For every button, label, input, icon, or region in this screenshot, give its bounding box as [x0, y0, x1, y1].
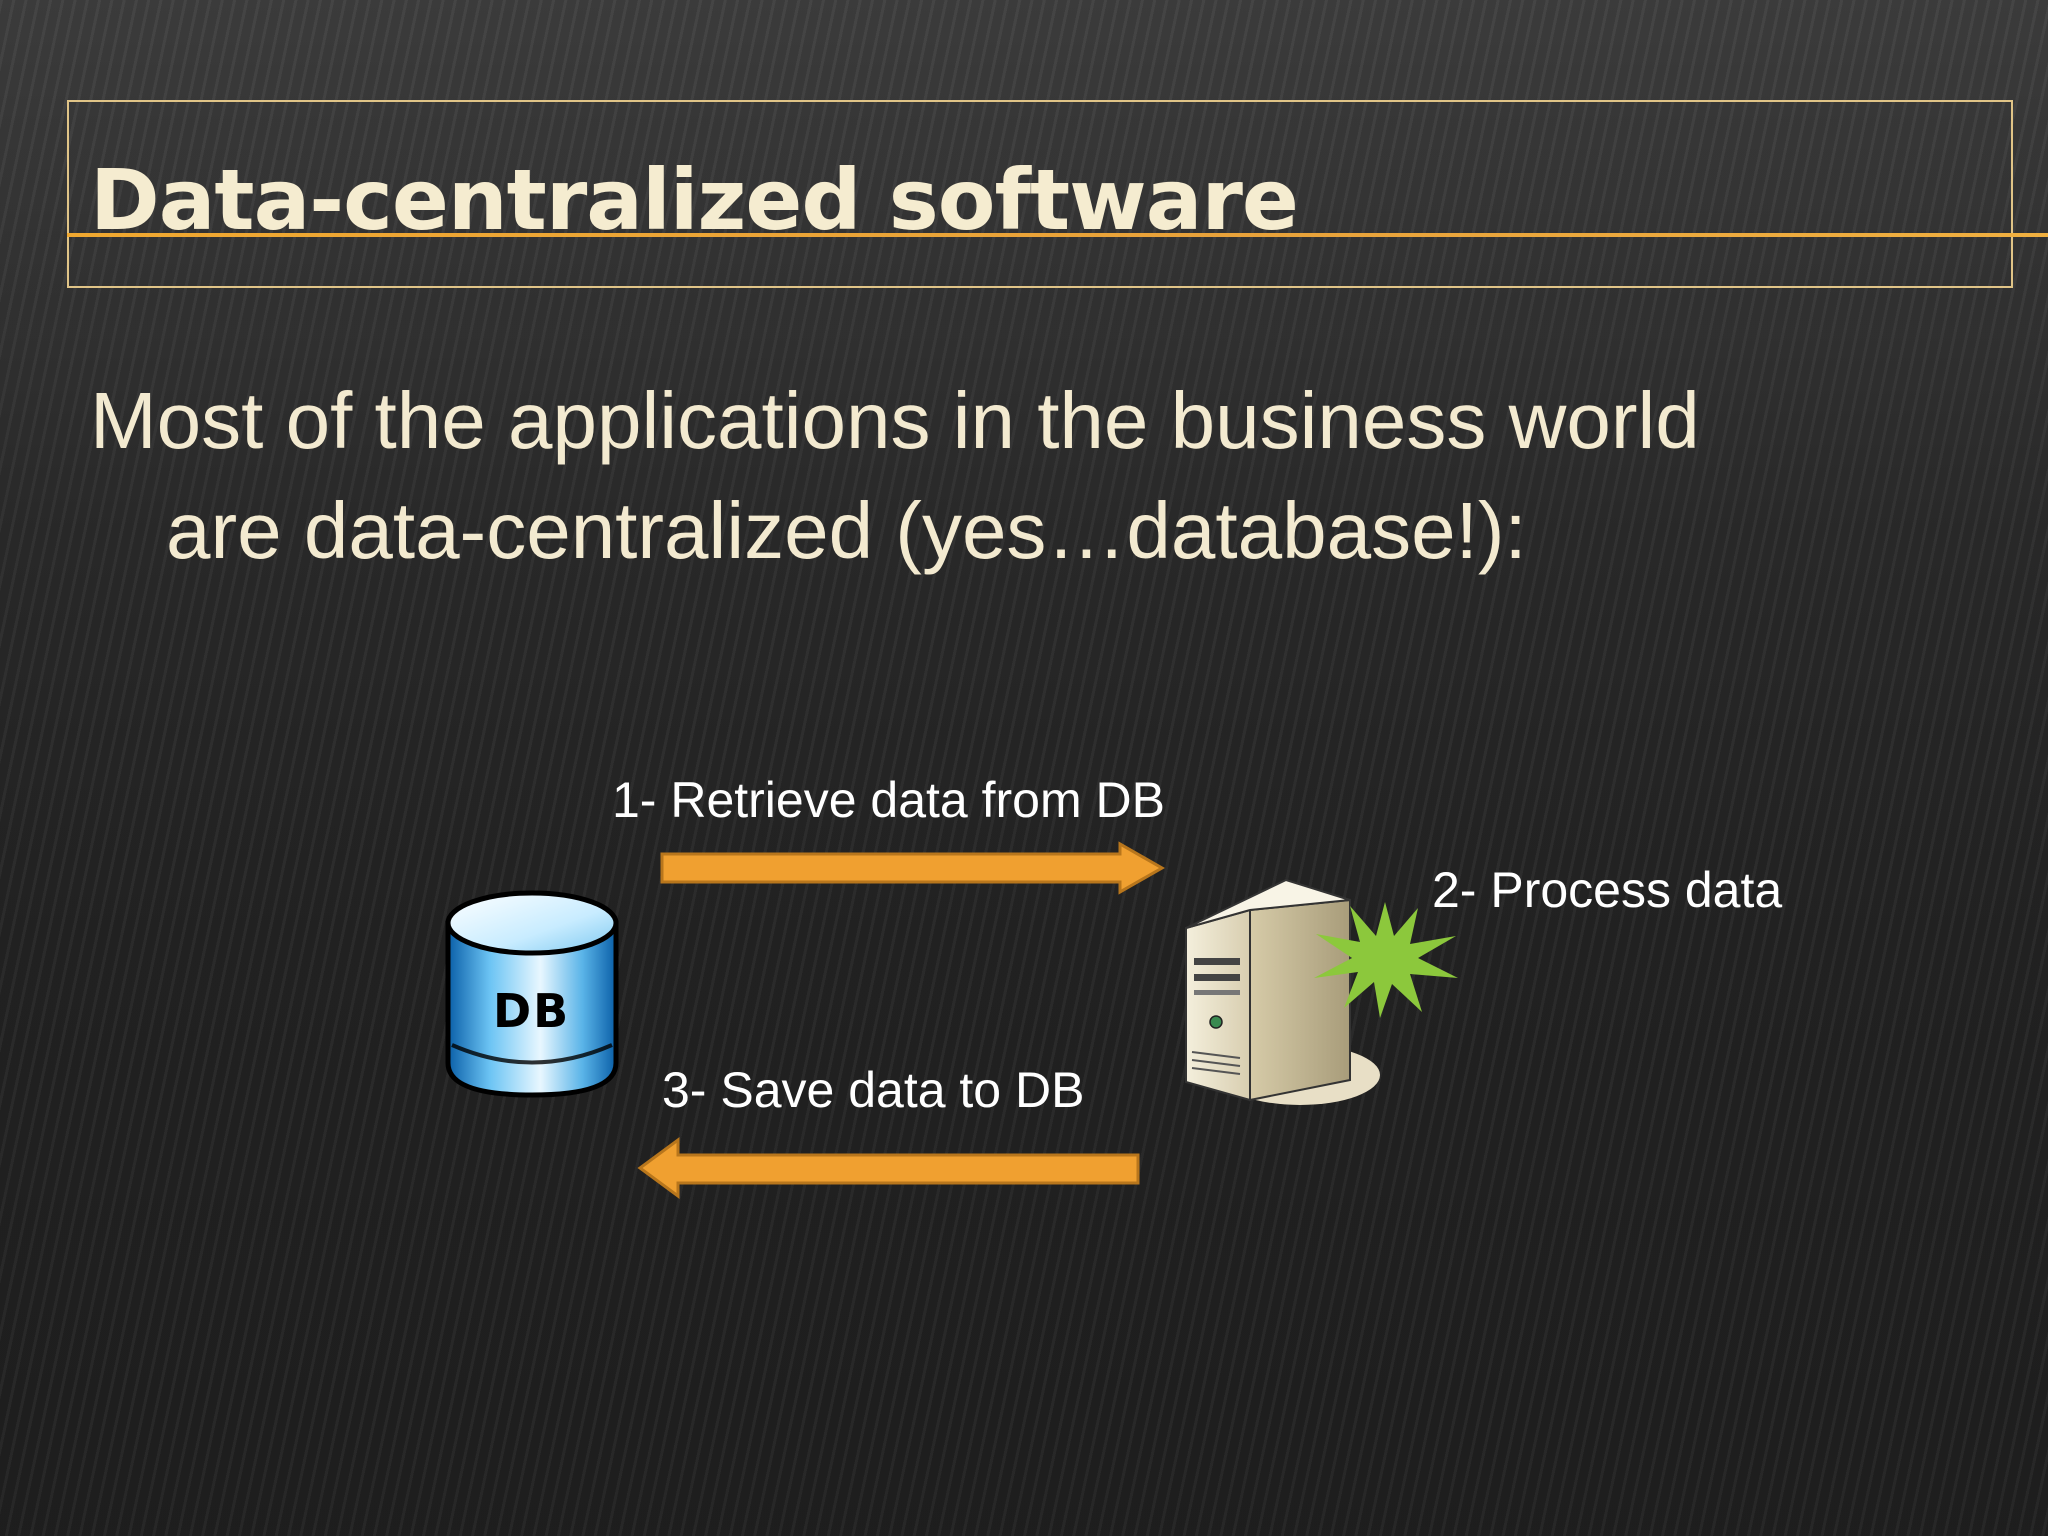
step3-label: 3- Save data to DB [662, 1062, 1085, 1118]
arrow-right-icon [660, 841, 1166, 895]
database-label: DB [493, 984, 571, 1038]
title-underline-rule [67, 233, 2048, 237]
arrow-left-icon [637, 1137, 1140, 1199]
step1-label: 1- Retrieve data from DB [612, 772, 1165, 828]
database-icon [445, 890, 619, 1098]
body-text-line-2: are data-centralized (yes…database!): [166, 486, 1527, 575]
burst-icon [1314, 902, 1458, 1018]
body-text-line-1: Most of the applications in the business… [90, 376, 1700, 465]
step2-label: 2- Process data [1432, 862, 1783, 918]
title-frame [67, 100, 2013, 288]
title-reflection-mask: Data-centralized software [67, 237, 1367, 287]
slide-title: Data-centralized software [90, 151, 1299, 249]
server-icon [1185, 878, 1380, 1105]
